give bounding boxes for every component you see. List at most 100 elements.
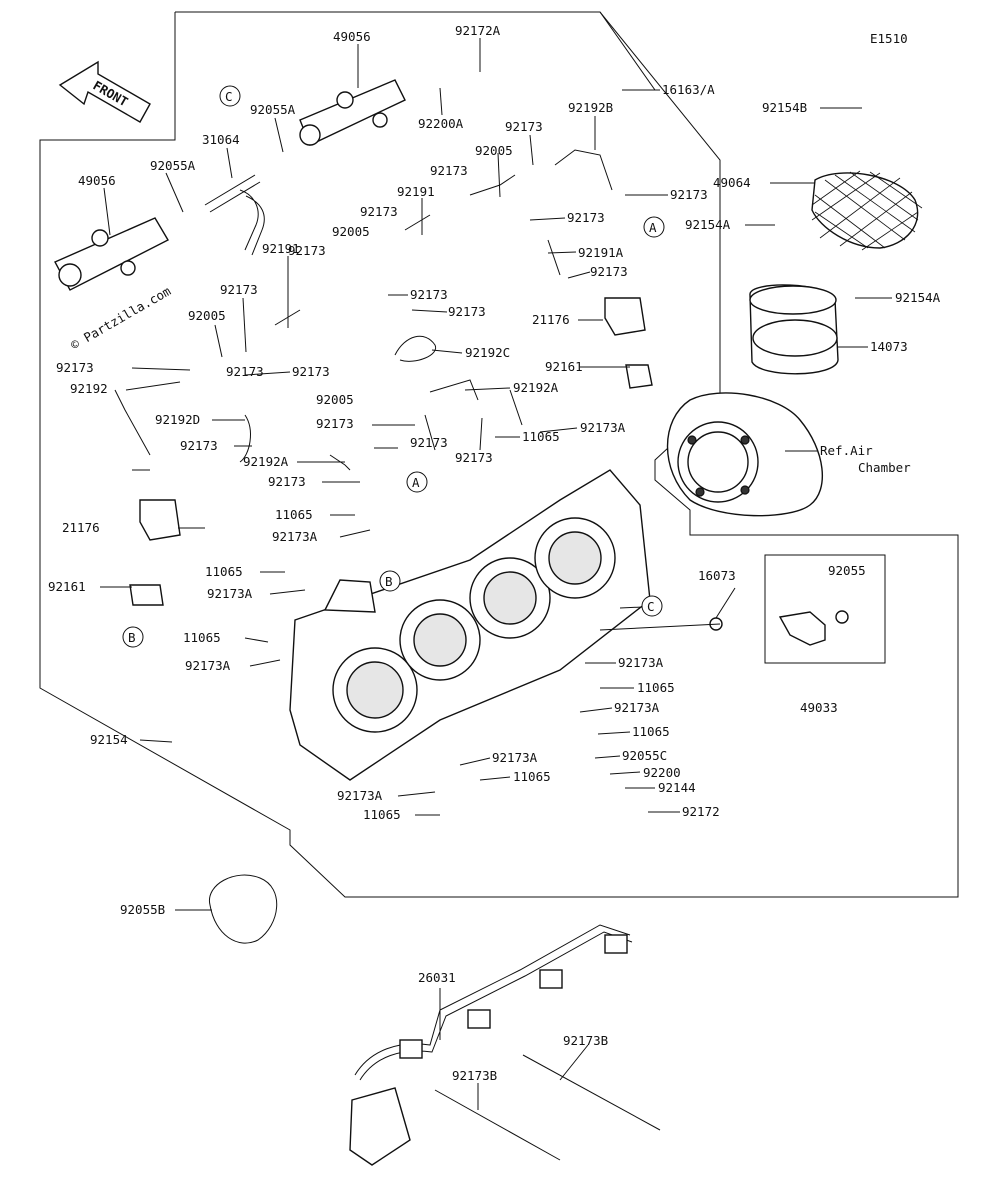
part-label: 92173 [226,364,264,379]
svg-text:B: B [385,574,393,589]
part-label: 92173B [452,1068,497,1083]
vacuum-hoses [114,149,613,471]
watermark: © Partzilla.com [68,283,173,352]
part-label: 92055B [120,902,165,917]
fuel-rail-49056-lower [54,217,169,291]
map-sensor-21176-left [129,499,181,606]
harness-26031 [349,924,633,1166]
callout-a-lower: A [406,471,428,493]
part-label: 11065 [632,724,670,739]
part-label: 92161 [48,579,86,594]
part-label: 92173 [430,163,468,178]
part-label: 92154 [90,732,128,747]
part-label: 92173 [590,264,628,279]
part-label: 92173A [492,750,538,765]
part-label: 92173 [180,438,218,453]
part-label: 92173B [563,1033,608,1048]
part-label: 49056 [78,173,116,188]
part-label: 11065 [522,429,560,444]
part-label: 92173 [268,474,306,489]
part-label: 11065 [363,807,401,822]
part-label: 92173 [567,210,605,225]
part-label: 92173 [292,364,330,379]
callout-c-upper: C [219,85,241,107]
part-label: 11065 [205,564,243,579]
part-label: 92173 [410,287,448,302]
part-labels: 49056 92172A 16163/A 92055A 92200A 31064… [48,23,941,1083]
part-label: 92191 [397,184,435,199]
part-label: 92173 [56,360,94,375]
part-label: 92154A [685,217,731,232]
part-label: 92191A [578,245,624,260]
part-label: 92191 [262,241,300,256]
part-label: 92055C [622,748,667,763]
sensor-49033 [709,610,849,646]
part-label: 92192 [70,381,108,396]
part-label: 49064 [713,175,751,190]
part-label: 92173 [410,435,448,450]
part-label: 92161 [545,359,583,374]
part-label: 92200A [418,116,464,131]
part-label: 14073 [870,339,908,354]
throttle-body-assembly [289,469,651,781]
part-label: 92173A [580,420,626,435]
o-ring-92055b [209,874,278,944]
part-label: 92192A [243,454,289,469]
part-label: 31064 [202,132,240,147]
part-label: 11065 [637,680,675,695]
ref-air-chamber [666,392,823,517]
part-label: 92173A [337,788,383,803]
part-label: 92055A [250,102,296,117]
part-label: 92173 [316,416,354,431]
part-label: 92173 [288,243,326,258]
fuel-hose-31064 [204,174,265,256]
part-label: 26031 [418,970,456,985]
part-label: 21176 [532,312,570,327]
part-label: 92005 [475,143,513,158]
part-label: 16163/A [662,82,715,97]
part-label: 92173A [185,658,231,673]
part-label: 92192C [465,345,510,360]
svg-text:C: C [225,89,233,104]
part-label: 11065 [275,507,313,522]
part-label: 92173A [614,700,660,715]
callout-b-lower: B [122,626,144,648]
part-label: 92173 [670,187,708,202]
part-label: 92154B [762,100,807,115]
part-label: 92172A [455,23,501,38]
assembly-boundary [39,11,959,898]
air-funnel-14073 [749,284,839,375]
callout-b-upper: B [379,570,401,592]
ref-label-line1: Ref.Air [820,443,873,458]
assembly-49033-box [764,554,886,664]
part-label: 92173A [207,586,253,601]
part-label: 92144 [658,780,696,795]
part-label: 92200 [643,765,681,780]
leader-lines [100,38,892,1110]
part-label: 92173 [505,119,543,134]
part-label: 92173 [455,450,493,465]
front-arrow: FRONT [58,60,151,123]
fuel-rail-49056-upper [299,79,406,146]
part-label: 92173 [360,204,398,219]
part-label: 49033 [800,700,838,715]
screen-49064 [811,170,923,251]
part-label: 92172 [682,804,720,819]
part-label: 92005 [332,224,370,239]
part-label: 21176 [62,520,100,535]
part-label: 92173A [618,655,664,670]
part-label: 11065 [183,630,221,645]
svg-text:B: B [128,630,136,645]
part-label: 92173 [220,282,258,297]
part-label: 92192A [513,380,559,395]
part-label: 92055A [150,158,196,173]
part-label: 92055 [828,563,866,578]
part-label: 11065 [513,769,551,784]
part-label: 92173 [448,304,486,319]
part-label: 92005 [316,392,354,407]
diagram-code: E1510 [870,31,908,46]
callout-a-upper: A [643,216,665,238]
part-label: 49056 [333,29,371,44]
map-sensor-21176-right [604,297,653,389]
